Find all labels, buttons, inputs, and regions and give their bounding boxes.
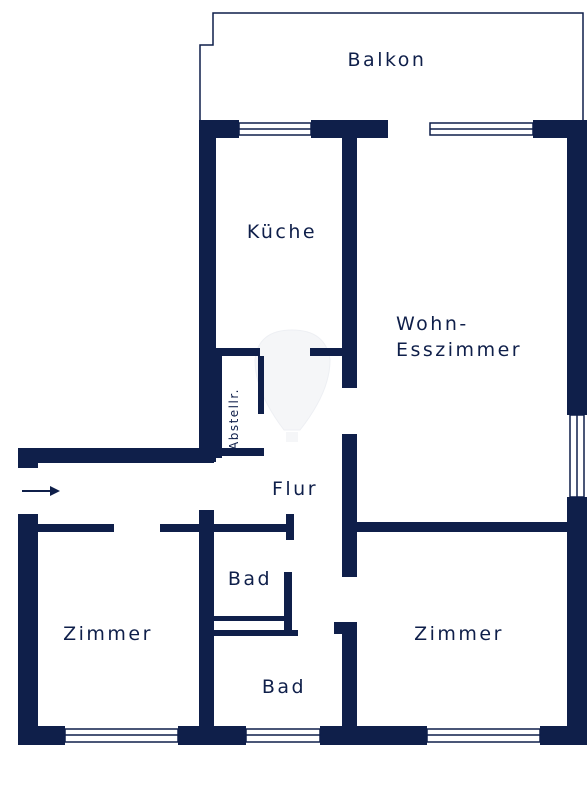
walls: [18, 120, 587, 745]
balcony-outline: [199, 12, 584, 120]
room-label-wohn-line2: Esszimmer: [396, 339, 522, 361]
room-label-bad-upper: Bad: [228, 568, 272, 590]
room-label-wohn-line1: Wohn-: [396, 313, 469, 335]
room-label-zimmer-right: Zimmer: [414, 623, 504, 645]
windows: [64, 122, 585, 743]
room-label-balkon: Balkon: [348, 49, 427, 71]
room-label-zimmer-left: Zimmer: [63, 623, 153, 645]
remax-balloon-logo: [254, 329, 331, 442]
arrow-right-icon: [22, 486, 60, 496]
room-label-flur: Flur: [272, 478, 318, 500]
room-label-abstellraum: Abstellr.: [227, 388, 241, 450]
room-label-bad-lower: Bad: [262, 676, 306, 698]
room-label-kueche: Küche: [247, 221, 317, 243]
